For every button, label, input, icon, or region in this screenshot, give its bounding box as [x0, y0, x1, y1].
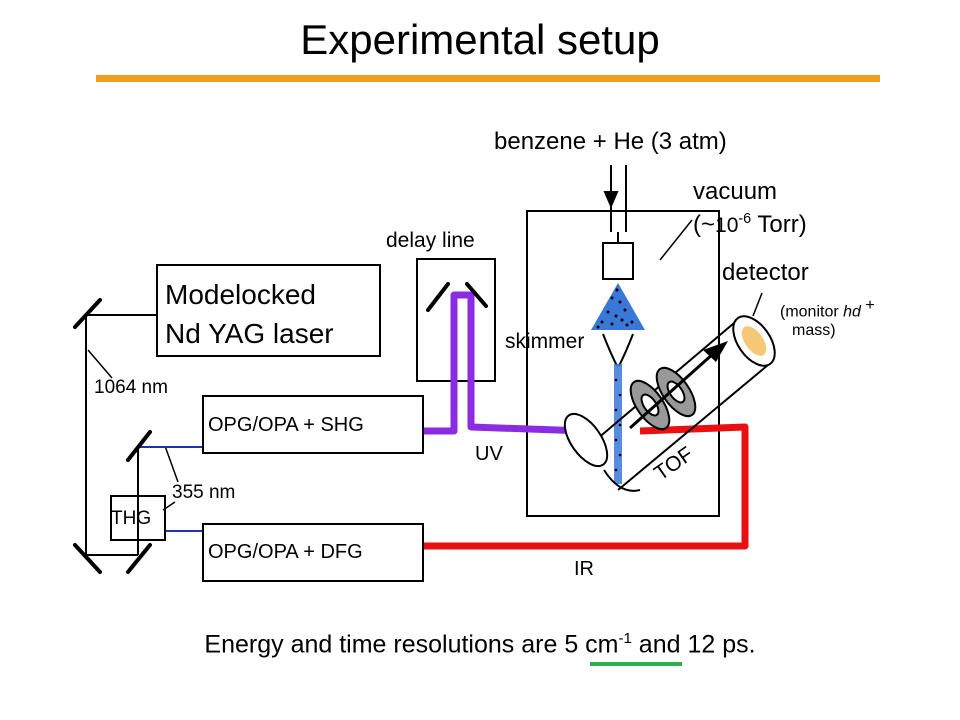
vacuum-pressure-label: (~10-6 Torr)	[693, 211, 807, 238]
detector-pointer	[752, 292, 763, 317]
harmonic-beams	[138, 446, 202, 532]
molecular-beam	[614, 364, 622, 484]
ion-flight-arrow	[629, 341, 728, 430]
skimmer-label: skimmer	[505, 330, 585, 353]
vacuum-pointer	[659, 219, 693, 261]
opg-dfg-label: OPG/OPA + DFG	[208, 541, 363, 563]
detector-icon	[732, 315, 776, 367]
fundamental-beam	[85, 314, 156, 556]
uv-beam	[424, 291, 586, 435]
wavelength-1064-label: 1064 nm	[94, 377, 168, 398]
laser-label-line1: Modelocked	[165, 279, 316, 310]
thg-pointer	[162, 501, 176, 511]
uv-label: UV	[475, 443, 503, 465]
wavelength-355-label: 355 nm	[172, 482, 236, 503]
ir-label: IR	[574, 558, 594, 580]
resolution-statement: Energy and time resolutions are 5 cm-1 a…	[204, 630, 756, 659]
skimmer-icon	[602, 333, 634, 367]
page-title: Experimental setup	[300, 16, 660, 63]
opg-shg-box	[202, 395, 424, 454]
nozzle-icon	[602, 242, 634, 280]
opg-dfg-box	[202, 523, 424, 582]
wl355-pointer	[164, 445, 179, 483]
gas-inlet-arrows	[603, 165, 627, 232]
thg-label: THG	[111, 508, 152, 529]
gas-plume	[591, 283, 645, 330]
vacuum-label: vacuum	[693, 178, 778, 205]
laser-label-line2: Nd YAG laser	[165, 318, 334, 349]
laser-box	[156, 264, 381, 357]
title-underline	[96, 75, 880, 82]
detector-label: detector	[722, 259, 809, 286]
monitor-label: (monitor hd +	[780, 297, 875, 321]
wl1064-pointer	[87, 349, 113, 379]
energy-resolution-value: 5 cm	[564, 630, 619, 659]
ion-optics-icon	[563, 317, 769, 492]
delay-line-label: delay line	[386, 229, 475, 252]
sample-label: benzene + He (3 atm)	[494, 128, 727, 155]
opg-shg-label: OPG/OPA + SHG	[208, 414, 364, 436]
mirror-icon	[73, 282, 488, 574]
monitor-mass-label: mass)	[792, 322, 836, 339]
